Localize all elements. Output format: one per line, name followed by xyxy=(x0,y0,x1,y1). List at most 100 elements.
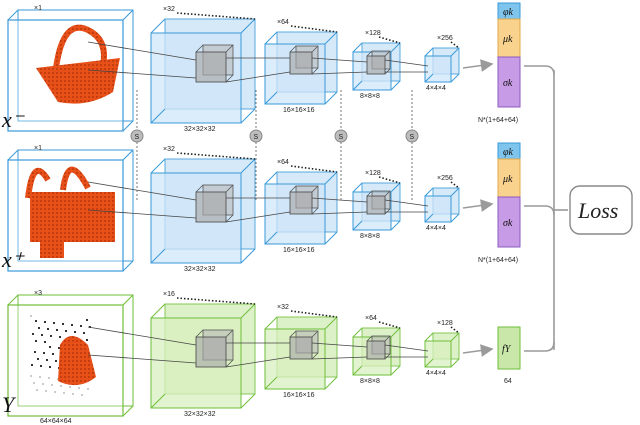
block-size-label: 8×8×8 xyxy=(360,93,380,100)
to-loss-line xyxy=(524,205,555,216)
shared-weights-marker: S xyxy=(405,90,419,200)
multiplier-dots xyxy=(176,297,256,305)
kernel-box-1 xyxy=(289,185,319,215)
input-label: x⁺ xyxy=(1,247,26,272)
row-1: ×1 x⁺ 32×32×32 ×32 16×16×16 ×64 8×8×8 ×128 4×4×4… xyxy=(1,142,555,273)
block-size-label: 16×16×16 xyxy=(283,107,315,114)
input-multiplier: ×3 xyxy=(34,290,42,297)
block-size-label: 16×16×16 xyxy=(283,247,315,254)
channel-multiplier: ×64 xyxy=(277,159,289,166)
channel-multiplier: ×64 xyxy=(277,19,289,26)
multiplier-dots xyxy=(378,176,401,184)
voxel-object xyxy=(36,24,120,104)
output-size-label: 64 xyxy=(504,378,512,385)
channel-multiplier: ×128 xyxy=(437,320,453,327)
multiplier-dots xyxy=(378,321,401,329)
projection-lines xyxy=(87,41,429,83)
multiplier-dots xyxy=(450,41,460,49)
output-symbol: σk xyxy=(503,218,513,229)
share-symbol: S xyxy=(339,134,344,141)
multiplier-dots xyxy=(378,36,401,44)
channel-multiplier: ×32 xyxy=(163,6,175,13)
input-multiplier: ×1 xyxy=(34,5,42,12)
kernel-box-0 xyxy=(195,184,234,223)
kernel-box-1 xyxy=(289,330,319,360)
output-segment-2 xyxy=(497,196,521,248)
output-column: φk μk σk xyxy=(497,142,521,248)
row-0: ×1x⁻32×32×32×3216×16×16×648×8×8×1284×4×4… xyxy=(1,2,555,133)
multiplier-dots xyxy=(290,165,338,173)
multiplier-dots xyxy=(290,25,338,33)
input-size-label: 64×64×64 xyxy=(40,418,72,425)
block-size-label: 4×4×4 xyxy=(426,370,446,377)
channel-multiplier: ×64 xyxy=(365,315,377,322)
input-volume xyxy=(7,9,134,132)
kernel-box-2 xyxy=(366,190,391,215)
conv-block-3 xyxy=(424,47,460,83)
output-column: φk μk σk xyxy=(497,2,521,108)
shared-weights-marker: S xyxy=(334,90,348,200)
channel-multiplier: ×32 xyxy=(277,304,289,311)
multiplier-dots xyxy=(176,152,256,160)
channel-multiplier: ×256 xyxy=(437,175,453,182)
row-2: ×3 64×64×64 Y 32×32×32 ×16 16×16×16 ×32 8×8×8 ×6… xyxy=(2,290,555,425)
channel-multiplier: ×128 xyxy=(365,170,381,177)
output-symbol: σk xyxy=(503,78,513,89)
output-symbol: φk xyxy=(503,7,514,18)
output-segment-fy xyxy=(497,326,521,370)
kernel-box-0 xyxy=(195,44,234,83)
share-symbol: S xyxy=(410,134,415,141)
shared-weights-marker: S xyxy=(130,90,144,200)
channel-multiplier: ×256 xyxy=(437,35,453,42)
conv-block-3 xyxy=(424,187,460,223)
block-size-label: 32×32×32 xyxy=(184,411,216,418)
kernel-box-2 xyxy=(366,50,391,75)
multiplier-dots xyxy=(450,181,460,189)
multiplier-dots xyxy=(290,310,338,318)
to-loss-line xyxy=(524,65,555,76)
output-symbol: μk xyxy=(502,34,513,45)
block-size-label: 4×4×4 xyxy=(426,225,446,232)
output-symbol: fY xyxy=(502,344,512,355)
multiplier-dots xyxy=(176,12,256,20)
output-symbol: φk xyxy=(503,147,514,158)
shared-weights-marker: S xyxy=(249,90,263,200)
block-size-label: 16×16×16 xyxy=(283,392,315,399)
to-output-arrow xyxy=(462,199,494,212)
block-size-label: 8×8×8 xyxy=(360,378,380,385)
output-segment-2 xyxy=(497,56,521,108)
voxel-object xyxy=(25,166,115,258)
share-symbol: S xyxy=(254,134,259,141)
kernel-box-2 xyxy=(366,335,391,360)
multiplier-dots xyxy=(450,326,460,334)
channel-multiplier: ×16 xyxy=(163,291,175,298)
kernel-box-1 xyxy=(289,45,319,75)
share-symbol: S xyxy=(135,134,140,141)
block-size-label: 8×8×8 xyxy=(360,233,380,240)
input-multiplier: ×1 xyxy=(34,145,42,152)
input-volume xyxy=(7,149,134,272)
loss-box xyxy=(569,185,633,235)
output-column: fY xyxy=(497,326,521,370)
to-output-arrow xyxy=(462,344,494,357)
to-loss-line xyxy=(524,341,555,352)
output-size-label: N*(1+64+64) xyxy=(478,117,518,124)
block-size-label: 32×32×32 xyxy=(184,126,216,133)
block-size-label: 32×32×32 xyxy=(184,266,216,273)
loss-label: Loss xyxy=(577,198,618,223)
voxel-object xyxy=(30,315,96,396)
block-size-label: 4×4×4 xyxy=(426,85,446,92)
to-output-arrow xyxy=(462,59,494,72)
channel-multiplier: ×32 xyxy=(163,146,175,153)
output-size-label: N*(1+64+64) xyxy=(478,257,518,264)
projection-lines xyxy=(87,181,429,223)
output-symbol: μk xyxy=(502,174,513,185)
conv-block-3 xyxy=(424,332,460,368)
input-label: Y xyxy=(2,392,17,417)
kernel-box-0 xyxy=(195,329,234,368)
channel-multiplier: ×128 xyxy=(365,30,381,37)
input-volume xyxy=(7,294,134,417)
projection-lines xyxy=(87,326,429,368)
